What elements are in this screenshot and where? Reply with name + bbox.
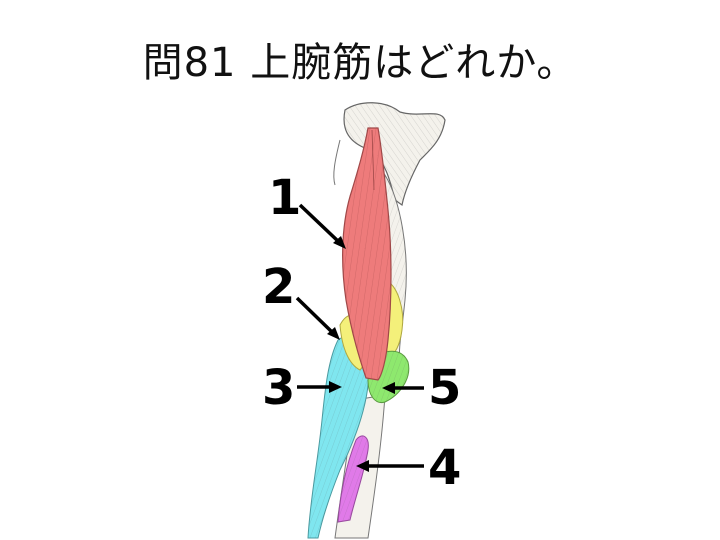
question-title: 問81 上腕筋はどれか。 — [142, 40, 578, 86]
arrow-3-head — [329, 381, 342, 393]
arrow-4-head — [356, 460, 369, 472]
label-1: 1 — [268, 170, 301, 226]
muscle-4 — [337, 435, 369, 523]
arrow-1-head — [333, 236, 346, 249]
arrow-5-head — [382, 382, 395, 394]
label-4: 4 — [428, 440, 461, 496]
muscle-1 — [342, 127, 392, 381]
label-3: 3 — [262, 360, 295, 416]
arrow-2-head — [327, 327, 340, 340]
arrow-2 — [295, 296, 335, 335]
label-5: 5 — [428, 360, 461, 416]
label-arrows — [295, 203, 424, 472]
label-2: 2 — [262, 259, 295, 315]
arrow-1 — [298, 203, 342, 245]
